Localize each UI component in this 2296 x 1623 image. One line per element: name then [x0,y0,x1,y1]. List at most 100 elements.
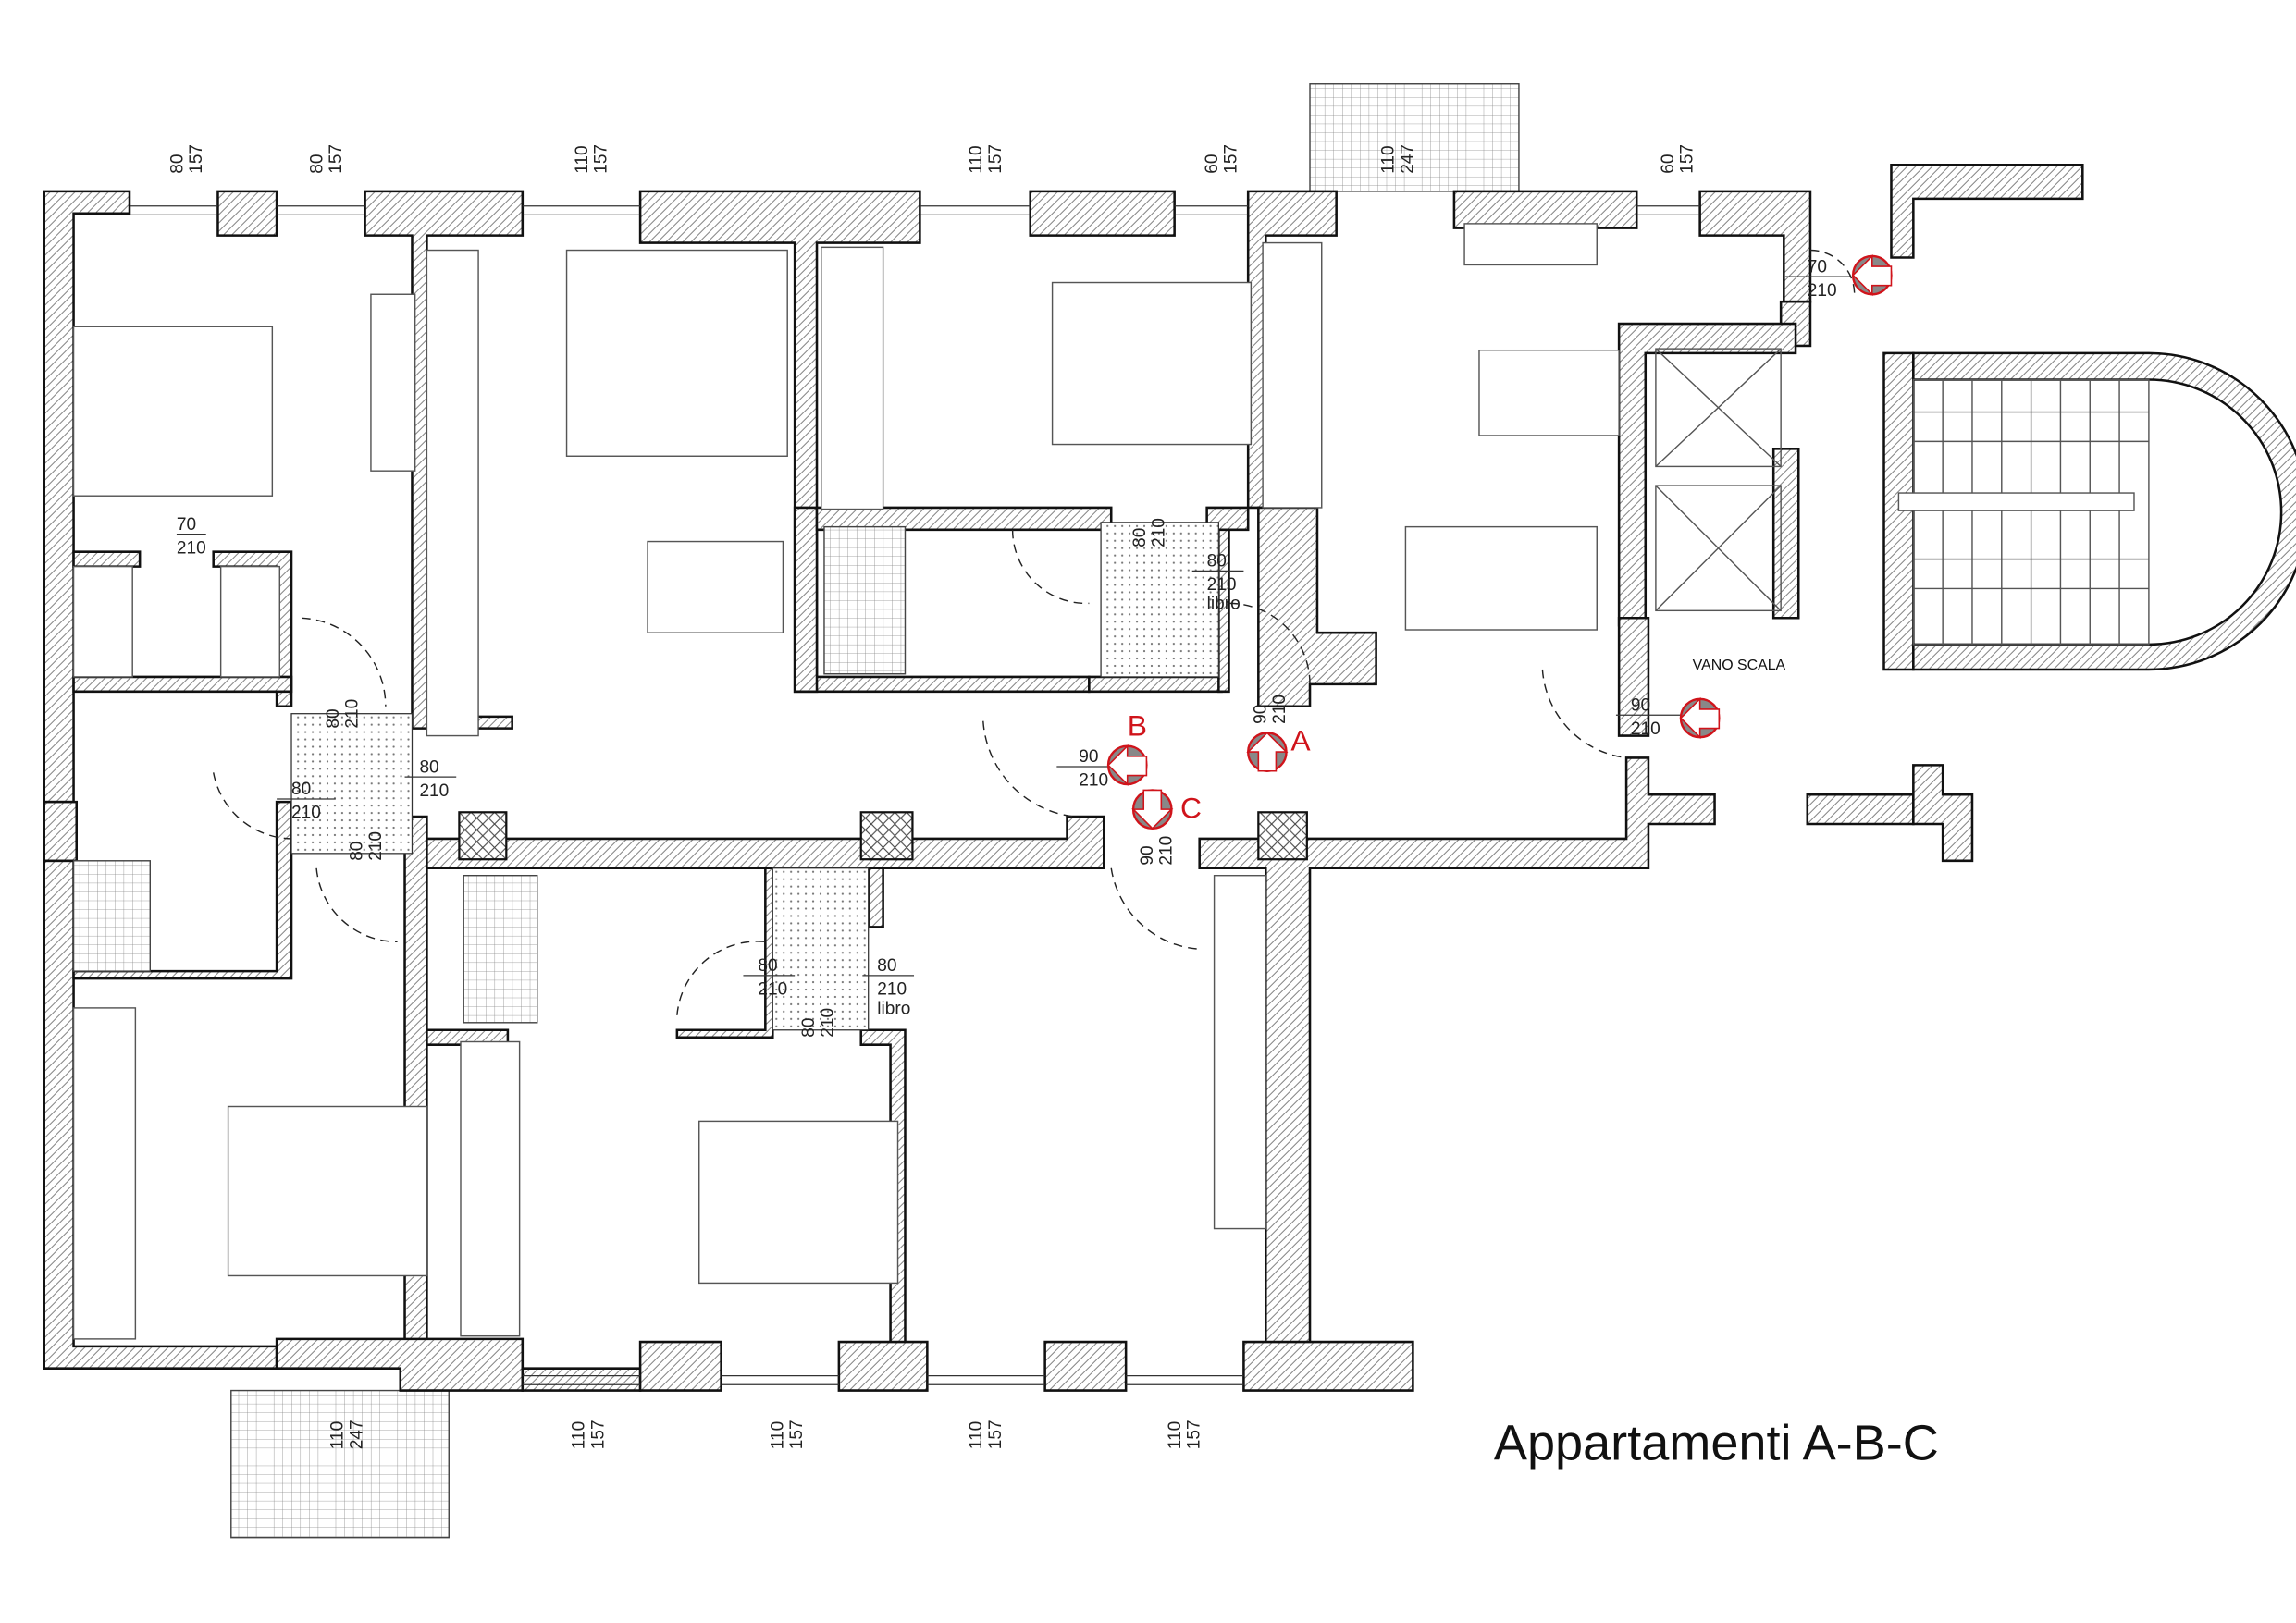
svg-text:210: 210 [419,781,449,801]
entrance-arrow-down-icon [1131,789,1174,830]
svg-text:210: 210 [877,980,907,1000]
entrance-label-b: B [1128,709,1147,743]
balcony-bottom [230,1389,450,1539]
svg-text:247: 247 [1398,144,1417,174]
svg-text:80: 80 [307,154,327,174]
svg-text:80: 80 [1130,528,1150,547]
desk [370,293,416,472]
svg-text:210: 210 [1631,719,1660,739]
svg-text:80: 80 [347,842,366,861]
svg-text:80: 80 [167,154,187,174]
wardrobe [219,565,281,678]
bed [698,1120,899,1285]
svg-text:80: 80 [291,780,311,799]
table [647,540,784,633]
balcony-top [1309,83,1520,192]
windows [130,205,1700,1385]
svg-text:110: 110 [328,1421,348,1449]
stair-label: VANO SCALA [1693,658,1786,673]
svg-text:90: 90 [1079,747,1098,767]
svg-text:210: 210 [758,980,787,1000]
bed [227,1105,428,1277]
entrance-label-a: A [1290,723,1311,756]
svg-text:157: 157 [787,1420,807,1449]
shower [463,874,538,1024]
wardrobe [821,246,884,510]
door-swings [212,249,1856,1015]
svg-text:210: 210 [366,831,386,861]
svg-text:210: 210 [1270,695,1290,724]
svg-text:157: 157 [588,1420,608,1449]
svg-text:110: 110 [1166,1421,1185,1449]
kitchen-counter [1213,874,1266,1230]
svg-text:libro: libro [877,999,910,1018]
svg-text:210: 210 [1808,281,1837,301]
svg-text:210: 210 [1207,575,1237,595]
stair-entrance-arrow-left-icon [1851,253,1893,297]
svg-text:70: 70 [177,515,196,535]
svg-text:110: 110 [967,145,986,173]
svg-text:110: 110 [1379,145,1399,173]
svg-text:157: 157 [327,144,346,174]
sofa [565,249,788,457]
bed [1051,281,1253,446]
staircase [1897,378,2150,646]
svg-text:157: 157 [187,144,206,174]
svg-text:80: 80 [324,708,343,728]
sofa [1404,525,1598,631]
svg-text:80: 80 [1207,552,1227,572]
plan-title: Appartamenti A-B-C [1494,1415,1939,1470]
furniture [72,223,1620,1340]
svg-text:210: 210 [1156,836,1176,866]
svg-text:80: 80 [419,757,438,777]
svg-text:210: 210 [1079,771,1108,791]
closet-floor [1100,522,1220,678]
kitchen-counter [1262,241,1323,509]
wardrobe [72,565,133,678]
svg-text:210: 210 [343,699,363,729]
column [458,811,508,861]
svg-text:80: 80 [877,956,896,976]
shower [823,525,907,675]
closet-floor [290,713,414,855]
entrance-marker-a: A [1246,723,1311,772]
svg-text:110: 110 [768,1421,787,1449]
entrance-marker-c: C [1131,789,1202,830]
table [1478,349,1620,436]
shower [72,860,152,972]
svg-text:110: 110 [967,1421,986,1449]
svg-text:247: 247 [347,1420,366,1449]
svg-text:157: 157 [592,144,611,174]
kitchen-counter [426,249,479,737]
svg-text:157: 157 [986,144,1006,174]
svg-text:210: 210 [1150,518,1169,547]
entrance-label-c: C [1180,792,1202,825]
svg-text:157: 157 [1678,144,1697,174]
svg-text:70: 70 [1808,257,1827,277]
entrance-marker-b: B [1106,709,1148,786]
svg-text:110: 110 [573,145,592,173]
entrance-arrow-left-icon [1106,744,1148,786]
wardrobe [460,1040,521,1337]
column [859,811,914,861]
svg-text:90: 90 [1138,845,1157,865]
column [1257,811,1308,861]
svg-text:210: 210 [291,804,321,823]
svg-text:157: 157 [986,1420,1006,1449]
elevators [1655,348,1782,612]
svg-text:210: 210 [819,1008,838,1038]
svg-text:110: 110 [570,1421,589,1449]
walls [43,163,2296,1392]
svg-text:157: 157 [1221,144,1241,174]
bed [72,326,274,497]
entrance-arrow-up-icon [1246,732,1289,772]
svg-text:210: 210 [177,538,206,558]
svg-text:90: 90 [1251,705,1270,724]
svg-text:libro: libro [1207,595,1241,614]
svg-text:80: 80 [758,956,777,976]
svg-text:60: 60 [1659,154,1678,174]
